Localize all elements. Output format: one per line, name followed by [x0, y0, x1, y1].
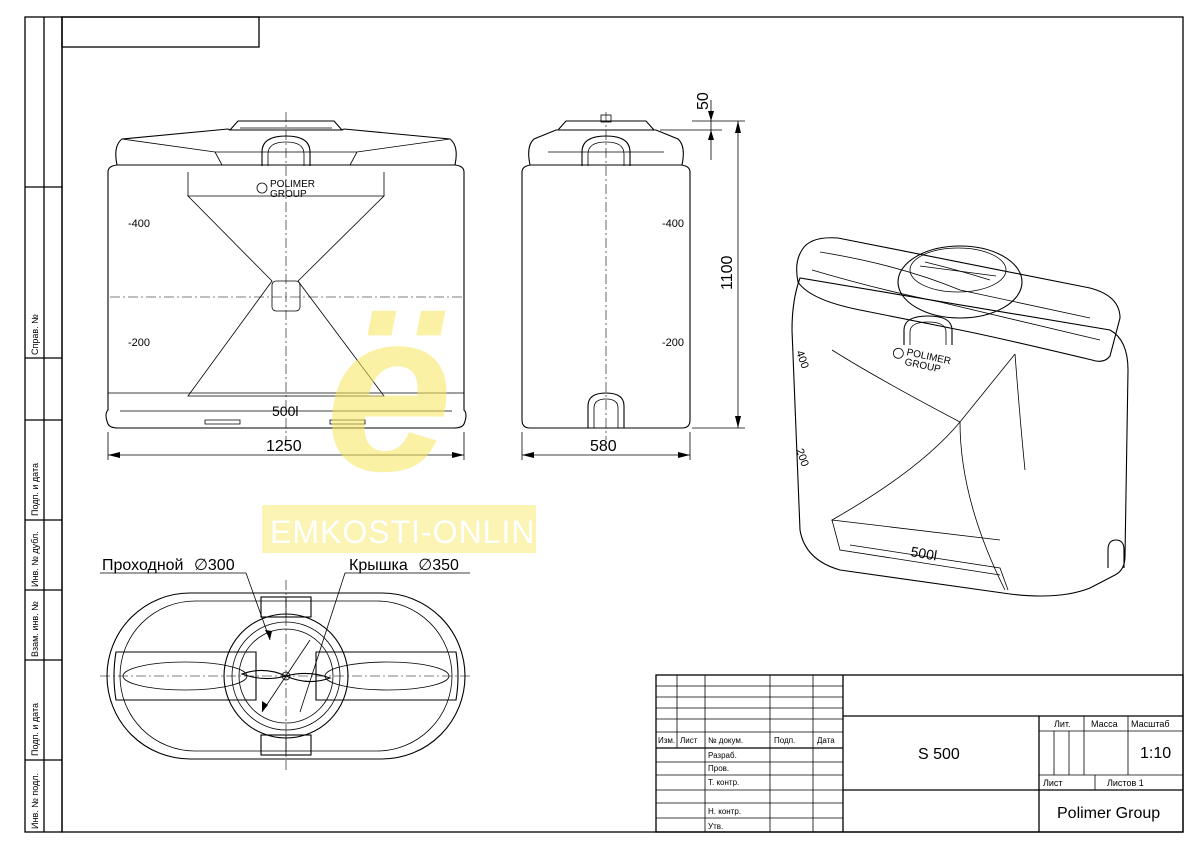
logo-line-1: POLIMER	[270, 179, 315, 190]
dim-lid-height: 50	[695, 92, 712, 110]
tb-mass-label: Масса	[1091, 719, 1118, 729]
top-left-stamp-box	[61, 16, 260, 48]
front-level-upper: -400	[128, 218, 150, 230]
front-level-lower: -200	[128, 337, 150, 349]
tb-row-tkontr: Т. контр.	[708, 778, 739, 787]
tb-col-podp: Подп.	[774, 736, 795, 745]
watermark-site: EMKOSTI-ONLINE.RU	[270, 514, 616, 550]
watermark: ё EMKOSTI-ONLINE.RU	[262, 262, 616, 553]
side-stamp-inv-podl: Инв. № подл.	[30, 773, 40, 829]
watermark-letter: ё	[325, 262, 453, 519]
tb-product-name: S 500	[918, 746, 960, 763]
iso-level-upper: 400	[793, 349, 811, 370]
tb-col-data: Дата	[817, 736, 835, 745]
side-stamp-sprav: Справ. №	[30, 314, 40, 355]
polimer-logo-iso: POLIMER GROUP	[892, 347, 952, 375]
logo-line-2: GROUP	[270, 189, 307, 200]
tb-col-dokum: № докум.	[708, 736, 743, 745]
watermark-band	[262, 505, 536, 553]
lid-text: Крышка	[349, 557, 408, 574]
tb-lit-label: Лит.	[1054, 719, 1071, 729]
side-level-lower: -200	[662, 337, 684, 349]
lid-diameter-symbol: ∅	[418, 557, 432, 574]
dim-side-width: 580	[590, 438, 617, 455]
iso-level-lower: 200	[793, 447, 811, 468]
tb-col-izm: Изм.	[658, 736, 675, 745]
tb-company: Polimer Group	[1057, 805, 1160, 822]
front-volume-label: 500l	[272, 403, 298, 419]
side-stamps: Справ. № Подп. и дата Инв. № дубл. Взам.…	[30, 314, 40, 829]
manhole-diameter-symbol: ∅	[194, 557, 208, 574]
side-stamp-podp-2: Подп. и дата	[30, 703, 40, 756]
drawing-frame	[24, 16, 1184, 833]
title-block: Изм. Лист № докум. Подп. Дата Разраб. Пр…	[655, 674, 1184, 833]
manhole-text: Проходной	[102, 557, 184, 574]
manhole-label: Проходной ∅300	[102, 557, 235, 574]
tb-row-nkontr: Н. контр.	[708, 807, 741, 816]
side-view: -400 -200 580 1100 50	[521, 92, 745, 460]
iso-volume-label: 500l	[909, 543, 938, 563]
tb-scale-value: 1:10	[1140, 745, 1171, 762]
side-stamp-inv-dubl: Инв. № дубл.	[30, 531, 40, 587]
tb-row-prov: Пров.	[708, 764, 729, 773]
front-view: POLIMER GROUP 500l -400 -200 1250	[105, 112, 467, 460]
side-level-upper: -400	[662, 218, 684, 230]
lid-label: Крышка ∅350	[349, 557, 459, 574]
side-stamp-podp-1: Подп. и дата	[30, 463, 40, 516]
polimer-logo-front: POLIMER GROUP	[256, 179, 315, 200]
tb-sheets-label: Листов 1	[1107, 778, 1144, 788]
tb-row-razrab: Разраб.	[708, 751, 737, 760]
tb-sheet-label: Лист	[1043, 778, 1063, 788]
manhole-diameter: 300	[208, 557, 235, 574]
plan-view: Проходной ∅300 Крышка ∅350	[100, 557, 472, 772]
dim-front-width: 1250	[266, 438, 302, 455]
tb-row-utv: Утв.	[708, 822, 723, 831]
dim-height: 1100	[719, 255, 736, 290]
tb-col-list: Лист	[680, 736, 698, 745]
side-stamp-vzam-inv: Взам. инв. №	[30, 601, 40, 657]
lid-diameter: 350	[432, 557, 459, 574]
tb-scale-label: Масштаб	[1131, 719, 1170, 729]
isometric-view: POLIMER GROUP 500l 400 200	[791, 237, 1129, 597]
